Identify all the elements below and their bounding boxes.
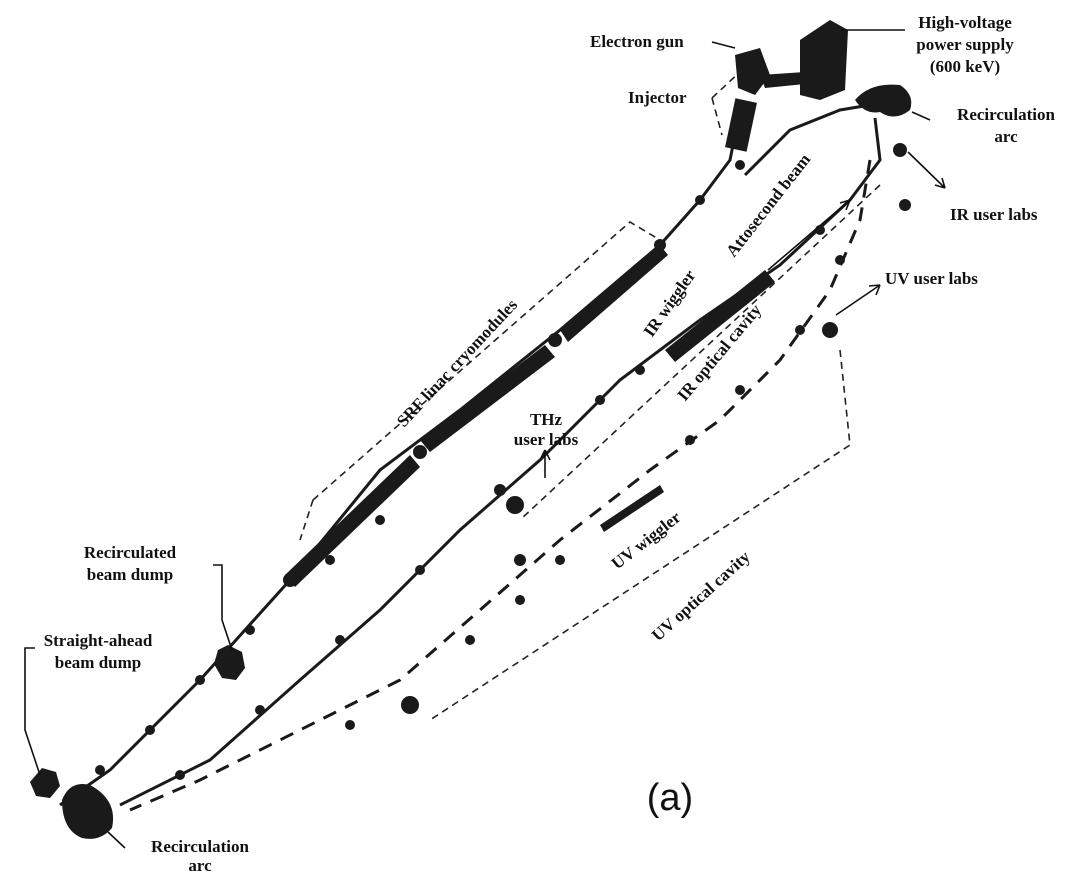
- recirc-arc-bottom-label-2: arc: [188, 856, 212, 875]
- recirc-arc-top-label-2: arc: [994, 127, 1018, 146]
- injector-label: Injector: [628, 88, 687, 107]
- thz-arrow: [539, 449, 551, 478]
- attosecond-arrow: [767, 199, 851, 271]
- bottom-arc-shape: [62, 784, 114, 839]
- recirc-dump-label-1: Recirculated: [84, 543, 177, 562]
- ir-wiggler-label: IR wiggler: [640, 266, 700, 340]
- linac-beamline: [59, 99, 744, 807]
- recirc-arc-bottom-leader: [107, 831, 126, 849]
- ir-cavity-bracket: [519, 184, 881, 521]
- beamline-magnets: [95, 143, 911, 780]
- hv-supply-label-3: (600 keV): [930, 57, 1000, 76]
- uv-user-labs-arrow: [835, 284, 881, 316]
- thz-label-2: user labs: [514, 430, 579, 449]
- uv-beamline: [129, 159, 872, 812]
- recirc-arc-top-label-1: Recirculation: [957, 105, 1055, 124]
- hv-supply-label-1: High-voltage: [918, 13, 1012, 32]
- electron-gun-leader: [711, 41, 736, 49]
- injector-bracket: [711, 69, 743, 136]
- hv-supply-shape: [800, 20, 848, 100]
- straight-dump-leader: [24, 647, 41, 776]
- srf-linac-bracket: [299, 221, 661, 541]
- top-arc-shape: [855, 84, 912, 117]
- recirc-dump-shape: [214, 645, 245, 680]
- straight-dump-label-1: Straight-ahead: [44, 631, 153, 650]
- uv-wiggler-shape: [600, 485, 664, 532]
- recirc-arc-top-leader: [911, 111, 931, 121]
- injector-shape: [725, 98, 757, 152]
- electron-gun-label: Electron gun: [590, 32, 684, 51]
- straight-dump-shape: [30, 768, 60, 798]
- return-beamline: [119, 117, 882, 807]
- ir-wiggler-shape: [665, 270, 775, 362]
- straight-dump-label-2: beam dump: [55, 653, 141, 672]
- recirc-arc-bottom-label-1: Recirculation: [151, 837, 249, 856]
- uv-optical-cavity-label: UV optical cavity: [648, 547, 754, 645]
- recirc-dump-leader: [213, 564, 233, 651]
- uv-user-labs-label: UV user labs: [885, 269, 978, 288]
- panel-label: (a): [647, 777, 693, 819]
- srf-cryomodules: [283, 239, 668, 587]
- gun-connector-shape: [760, 72, 805, 88]
- ir-user-labs-arrow: [907, 151, 946, 189]
- top-transport-beamline: [743, 103, 871, 177]
- electron-gun-shape: [735, 48, 770, 95]
- ir-user-labs-label: IR user labs: [950, 205, 1038, 224]
- hv-supply-label-2: power supply: [916, 35, 1014, 54]
- thz-label-1: THz: [530, 410, 563, 429]
- recirc-dump-label-2: beam dump: [87, 565, 173, 584]
